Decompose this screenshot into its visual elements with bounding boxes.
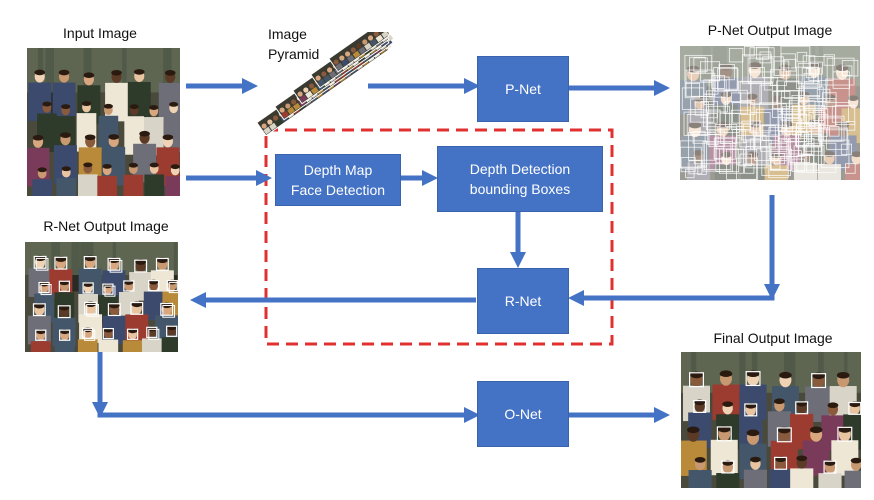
arrow-head: [568, 290, 584, 306]
arrow-head: [764, 284, 780, 300]
dashed-region: [264, 128, 614, 346]
depth-map-face-detection-box: Depth Map Face Detection: [275, 154, 401, 206]
final-output-caption: Final Output Image: [713, 330, 833, 346]
final-output-image: [681, 352, 861, 488]
arrow-head: [422, 170, 438, 186]
rnet-output-caption: R-Net Output Image: [43, 218, 169, 234]
arrow-head: [464, 407, 480, 423]
arrow-head: [654, 407, 670, 423]
arrow-head: [190, 292, 206, 308]
arrow-head: [92, 402, 108, 418]
pnet-output-image: [680, 46, 860, 180]
final-output-graphic: [681, 352, 861, 488]
arrow-head: [464, 78, 480, 94]
arrow-head: [654, 80, 670, 96]
pnet-output-caption: P-Net Output Image: [707, 22, 833, 38]
pnet-box: P-Net: [477, 56, 569, 122]
input-image: [27, 48, 180, 196]
arrow-rnetoutput-to-onet: [97, 352, 466, 418]
arrow-head: [242, 78, 258, 94]
depth-detection-bounding-boxes-box: Depth Detection bounding Boxes: [437, 146, 603, 212]
arrow-head: [256, 170, 272, 186]
input-image-caption: Input Image: [63, 25, 137, 41]
image-pyramid-graphic: [256, 32, 394, 137]
rnet-box: R-Net: [477, 268, 569, 334]
arrow-head: [510, 252, 526, 268]
image-pyramid-caption: Image Pyramid: [268, 26, 320, 62]
pnet-output-graphic: [680, 46, 860, 180]
rnet-output-graphic: [25, 242, 178, 352]
rnet-output-image: [25, 242, 178, 352]
arrow-pnetoutput-to-rnet: [580, 195, 775, 301]
input-photo-graphic: [27, 48, 180, 196]
onet-box: O-Net: [477, 381, 569, 447]
